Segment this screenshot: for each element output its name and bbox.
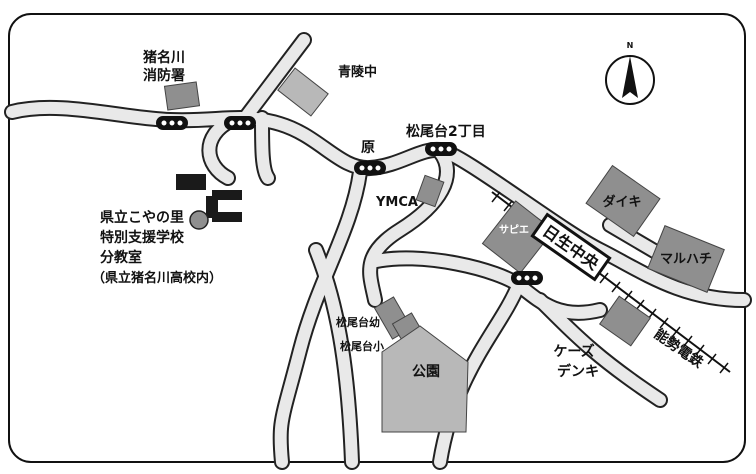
fire-station-label-2: 消防署: [143, 67, 185, 84]
ks-denki-building: [598, 295, 652, 347]
ymca-building: [415, 174, 445, 208]
traffic-signal-icon: [224, 116, 256, 130]
fire-station-building: [163, 81, 201, 111]
seiryo-jhs-building: [277, 67, 329, 117]
fire-station-label-1: 猪名川: [142, 49, 185, 66]
traffic-signal-icon: [425, 142, 457, 156]
buildings: [163, 67, 725, 433]
maruhachi-building: [647, 225, 725, 293]
ks-denki-label-2: デンキ: [557, 363, 599, 380]
north-arrow-icon: N: [605, 41, 655, 105]
ks-denki-label-1: ケーズ: [553, 343, 594, 360]
compass-north-label: N: [627, 41, 634, 50]
elementary-label: 松尾台小: [340, 339, 384, 353]
sapie-building: [481, 200, 555, 274]
traffic-signal-icon: [511, 271, 543, 285]
school-label-2: 特別支援学校: [100, 229, 185, 246]
seiryo-jhs-label: 青陵中: [338, 64, 377, 80]
park-label: 公園: [412, 364, 440, 380]
school-label-4: （県立猪名川高校内）: [92, 270, 222, 286]
kindergarten-label: 松尾台幼: [336, 315, 380, 329]
maruhachi-label: マルハチ: [660, 252, 712, 267]
daiki-building: [585, 164, 661, 238]
traffic-signal-icon: [156, 116, 188, 130]
sapie-label: サピエ: [499, 224, 529, 236]
school-symbol: [176, 174, 242, 230]
daiki-label: ダイキ: [602, 194, 641, 210]
school-label-3: 分教室: [100, 249, 142, 266]
park-area: [381, 325, 469, 433]
traffic-signals: [156, 116, 543, 285]
matsuodai-2chome-label: 松尾台2丁目: [406, 123, 486, 140]
school-label-1: 県立こやの里: [100, 209, 184, 226]
hara-label: 原: [361, 140, 375, 156]
traffic-signal-icon: [354, 161, 386, 175]
ymca-label: YMCA: [375, 195, 418, 210]
